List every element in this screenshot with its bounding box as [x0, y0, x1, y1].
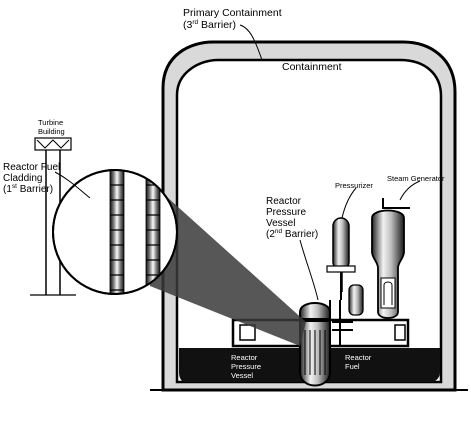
- inner-rpv-label-line1: Reactor: [231, 353, 258, 362]
- turbine-building-label-line1: Turbine: [38, 118, 63, 127]
- fuel-cladding-label-line3: (1st Barrier): [3, 183, 53, 195]
- turbine-building-label-line2: Building: [38, 127, 65, 136]
- rpv-label-line2: Pressure: [266, 207, 306, 218]
- rpv-label-line1: Reactor: [266, 196, 302, 207]
- reactor-pressure-vessel: [300, 303, 330, 386]
- fuel-rod-column-1: [110, 165, 124, 305]
- rpv-label-line4: (2nd Barrier): [266, 228, 318, 240]
- reactor-fuel-label-line1: Reactor: [345, 353, 372, 362]
- inner-rpv-label-line2: Pressure: [231, 362, 261, 371]
- fuel-cladding-label-line1: Reactor Fuel: [3, 162, 60, 173]
- reactor-coolant-pump: [349, 285, 363, 315]
- inner-rpv-label-line3: Vessel: [231, 371, 253, 380]
- steam-generator-label: Steam Generator: [387, 174, 445, 183]
- pressurizer-label: Pressurizer: [335, 181, 373, 190]
- primary-containment-label-line2: (3rd Barrier): [183, 19, 236, 31]
- containment-label: Containment: [282, 61, 342, 73]
- reactor-fuel-label-line2: Fuel: [345, 362, 360, 371]
- primary-containment-label-line1: Primary Containment: [183, 7, 282, 19]
- fuel-cladding-label-line2: Cladding: [3, 173, 42, 184]
